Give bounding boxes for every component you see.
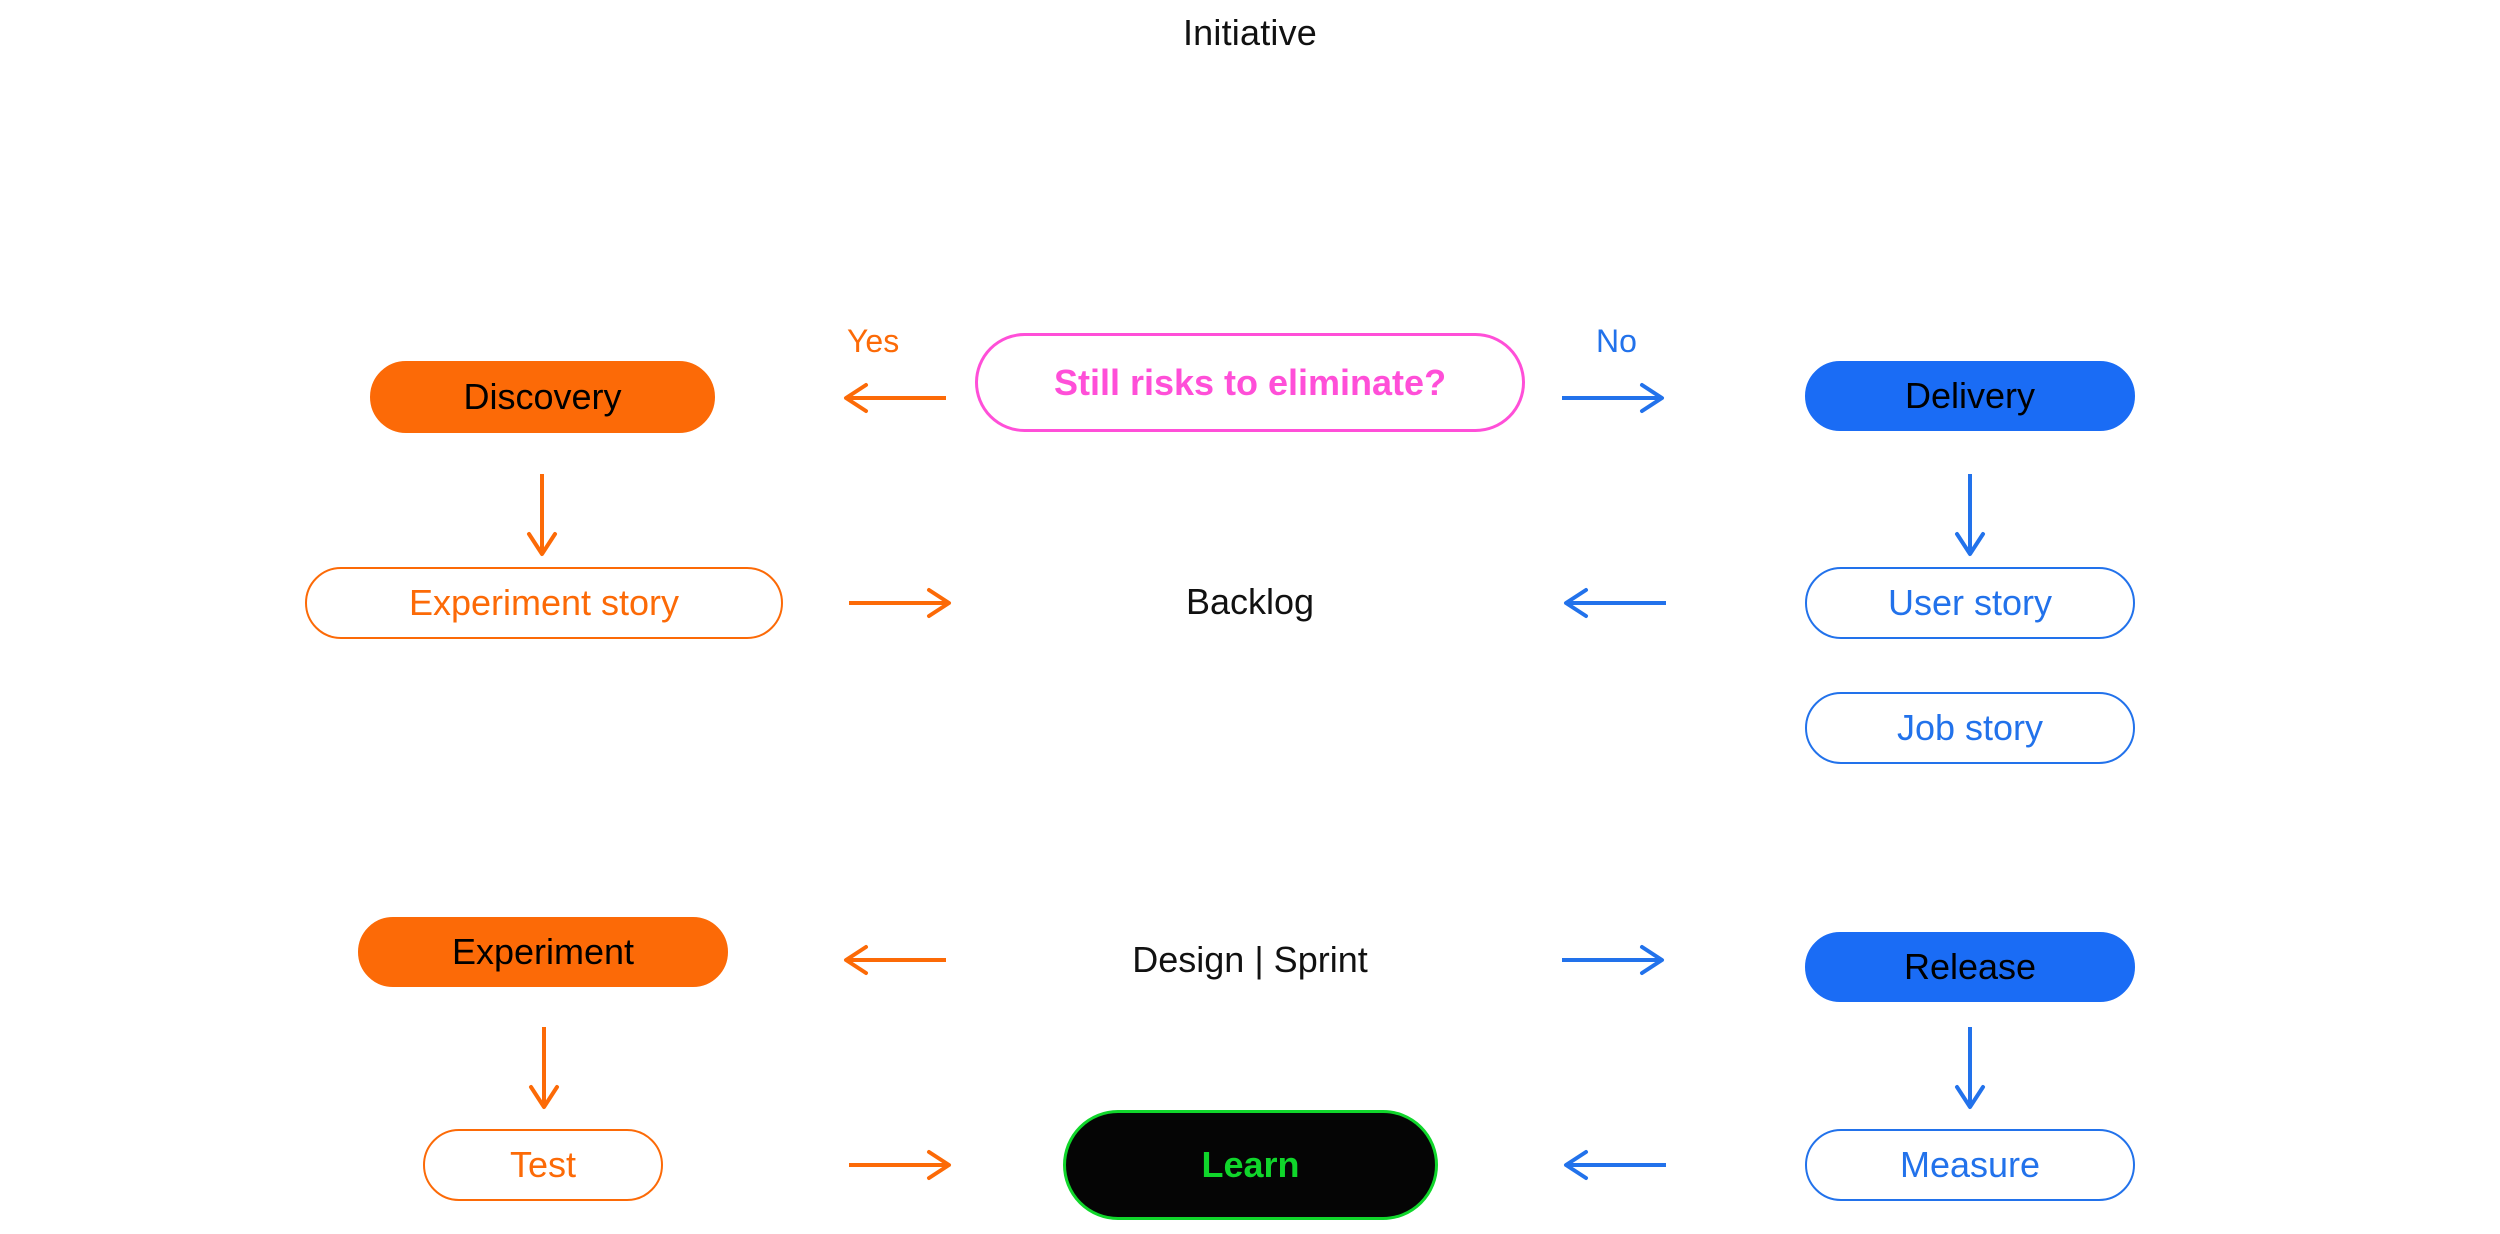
node-test[interactable]: Test [423, 1129, 663, 1201]
node-decision-still-risks[interactable]: Still risks to eliminate? [975, 333, 1525, 432]
arrow-right-test-to-learn [845, 1147, 955, 1183]
node-user-story-label: User story [1887, 582, 2053, 623]
node-user-story[interactable]: User story [1805, 567, 2135, 639]
node-experiment-label: Experiment [451, 931, 635, 972]
arrow-right-decision-to-delivery [1558, 380, 1668, 416]
node-job-story-label: Job story [1896, 707, 2044, 748]
node-delivery-label: Delivery [1904, 375, 2036, 416]
node-measure[interactable]: Measure [1805, 1129, 2135, 1201]
node-learn[interactable]: Learn [1063, 1110, 1438, 1220]
arrow-left-design-sprint-to-experiment [840, 942, 950, 978]
node-backlog-label: Backlog [1185, 581, 1315, 622]
node-release[interactable]: Release [1805, 932, 2135, 1002]
arrow-left-decision-to-discovery [840, 380, 950, 416]
arrow-down-discovery-to-experiment-story [512, 470, 572, 560]
arrow-right-experiment-story-to-backlog [845, 585, 955, 621]
node-discovery-label: Discovery [463, 376, 622, 417]
node-delivery[interactable]: Delivery [1805, 361, 2135, 431]
node-design-sprint-label: Design | Sprint [1132, 939, 1368, 980]
node-backlog: Backlog [975, 570, 1525, 634]
node-measure-label: Measure [1899, 1144, 2041, 1185]
arrow-down-release-to-measure [1940, 1023, 2000, 1113]
node-experiment-story[interactable]: Experiment story [305, 567, 783, 639]
arrow-down-delivery-to-user-story [1940, 470, 2000, 560]
edge-label-no: No [1596, 323, 1637, 359]
node-experiment-story-label: Experiment story [408, 582, 680, 623]
node-design-sprint: Design | Sprint [975, 928, 1525, 992]
arrow-down-experiment-to-test [514, 1023, 574, 1113]
edge-label-yes: Yes [847, 323, 900, 359]
node-release-label: Release [1903, 946, 2037, 987]
node-decision-label: Still risks to eliminate? [1053, 361, 1447, 403]
arrow-left-user-story-to-backlog [1560, 585, 1670, 621]
arrow-right-design-sprint-to-release [1558, 942, 1668, 978]
page-title: Initiative [1182, 12, 1318, 53]
node-learn-label: Learn [1201, 1144, 1300, 1185]
node-discovery[interactable]: Discovery [370, 361, 715, 433]
node-job-story[interactable]: Job story [1805, 692, 2135, 764]
node-experiment[interactable]: Experiment [358, 917, 728, 987]
arrow-left-measure-to-learn [1560, 1147, 1670, 1183]
node-test-label: Test [509, 1144, 577, 1185]
